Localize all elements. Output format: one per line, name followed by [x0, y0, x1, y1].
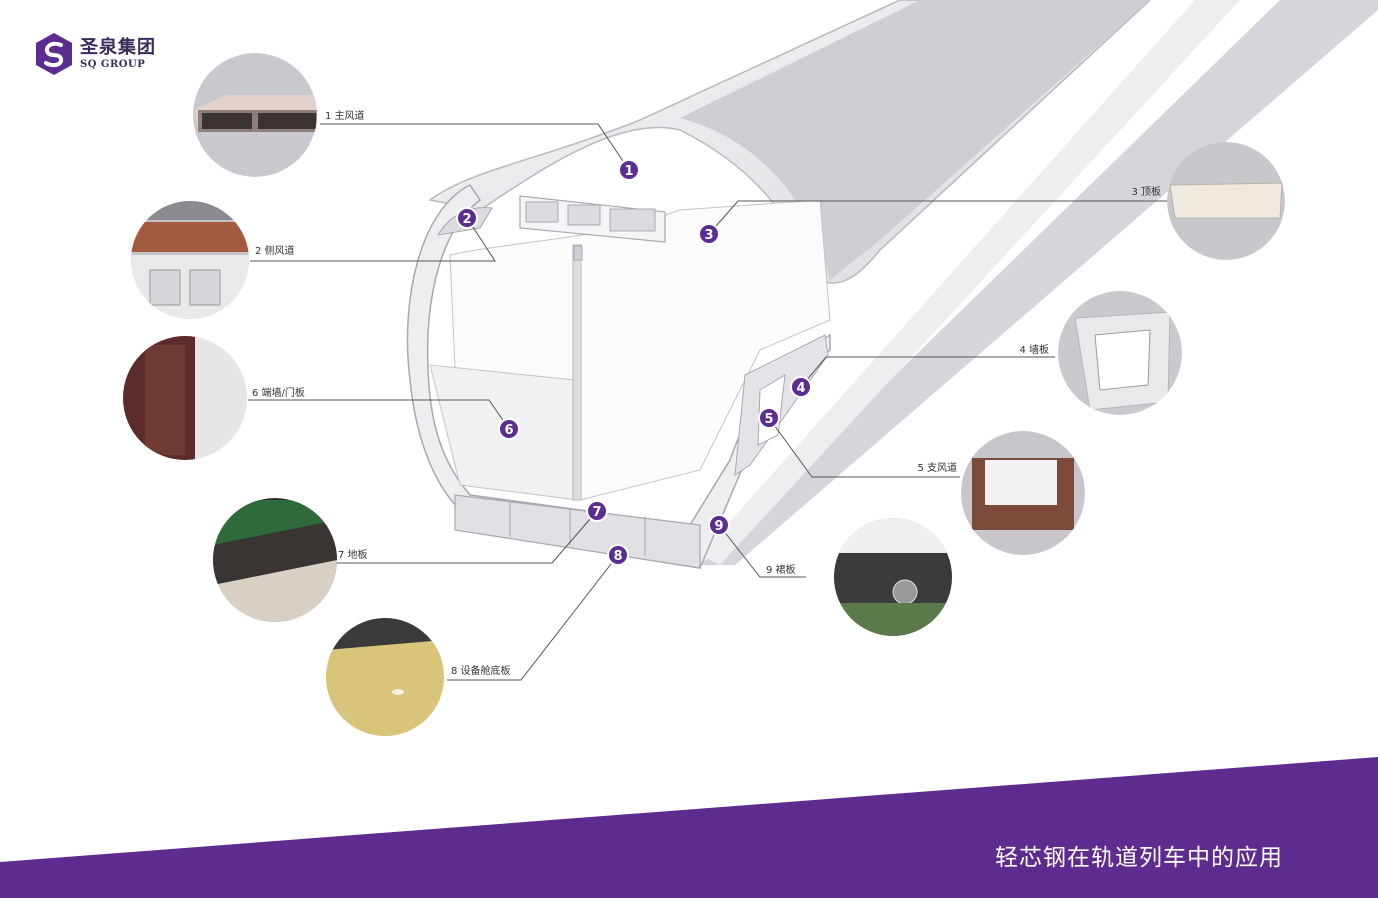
badge-9: 9	[708, 514, 730, 536]
photo-wall-panel	[1058, 291, 1182, 415]
svg-text:5: 5	[764, 412, 773, 427]
photo-main-air-duct	[193, 53, 317, 177]
photo-side-air-duct	[131, 201, 249, 319]
svg-text:9: 9	[714, 519, 723, 534]
sq-swirl-logo-icon	[36, 33, 72, 75]
badge-5: 5	[758, 407, 780, 429]
train-body	[406, 0, 1378, 569]
svg-text:3: 3	[704, 228, 713, 243]
badge-4: 4	[790, 376, 812, 398]
leader-lines	[248, 123, 1167, 681]
label-branch-air-duct: 5 支风道	[917, 461, 957, 474]
badge-8: 8	[607, 544, 629, 566]
photo-skirt-panel	[834, 518, 952, 636]
label-side-air-duct: 2 侧风道	[255, 244, 295, 257]
svg-text:7: 7	[592, 505, 601, 520]
brand-name-en: SQ GROUP	[80, 58, 146, 70]
label-ceiling-panel: 3 顶板	[1131, 185, 1161, 198]
svg-text:6: 6	[504, 423, 513, 438]
label-end-wall-door-panel: 6 端墙/门板	[252, 386, 305, 399]
number-badges: 1 2 3 4 5 6 7 8 9	[456, 159, 812, 566]
photo-floor-panel	[213, 498, 337, 622]
label-floor-panel: 7 地板	[338, 548, 368, 561]
brand-logo: 圣泉集团 SQ GROUP	[34, 32, 156, 76]
badge-3: 3	[698, 223, 720, 245]
svg-text:4: 4	[796, 381, 805, 396]
footer-band	[0, 757, 1378, 898]
svg-text:1: 1	[624, 164, 633, 179]
footer-title: 轻芯钢在轨道列车中的应用	[995, 845, 1283, 871]
svg-text:2: 2	[462, 212, 471, 227]
photo-branch-air-duct	[961, 431, 1085, 555]
label-wall-panel: 4 墙板	[1019, 343, 1049, 356]
callout-labels: 1 主风道 2 侧风道 3 顶板 4 墙板 5 支风道 6 端墙/门板 7 地板…	[252, 109, 1161, 677]
badge-6: 6	[498, 418, 520, 440]
label-main-air-duct: 1 主风道	[325, 109, 365, 122]
badge-2: 2	[456, 207, 478, 229]
badge-7: 7	[586, 500, 608, 522]
photo-ceiling-panel	[1167, 142, 1285, 260]
photo-end-wall-door-panel	[123, 336, 247, 460]
photo-equipment-bay-floor	[326, 618, 444, 736]
label-equipment-bay-floor: 8 设备舱底板	[451, 664, 511, 677]
badge-1: 1	[618, 159, 640, 181]
brand-name-cn: 圣泉集团	[80, 36, 156, 58]
label-skirt-panel: 9 裙板	[766, 563, 796, 576]
svg-text:8: 8	[613, 549, 622, 564]
